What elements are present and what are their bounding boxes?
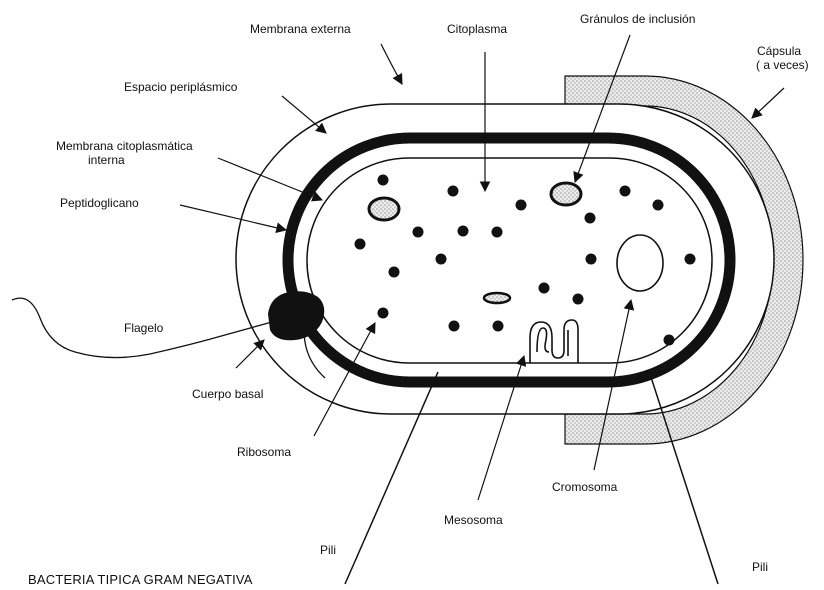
chromosome [617,235,663,291]
label-granulos: Gránulos de inclusión [580,12,695,26]
label-flagelo: Flagelo [124,321,163,335]
label-mesosoma: Mesosoma [444,513,503,527]
ribosome [539,283,550,294]
ribosome [516,200,527,211]
label-membrana-citoplasmatica: Membrana citoplasmática [56,139,193,153]
inclusion-granule [369,198,399,220]
ribosome [378,308,389,319]
label-pili-right: Pili [752,560,768,574]
ribosome [458,226,469,237]
ribosome [436,254,447,265]
ribosome [664,335,675,346]
ribosome [389,267,400,278]
ribosome [620,186,631,197]
inclusion-granule [484,293,510,303]
ribosome [378,175,389,186]
ribosome [685,254,696,265]
ribosome [448,186,459,197]
ribosome [492,227,503,238]
label-membrana-interna: interna [88,153,125,167]
arrow-membrana-externa [381,44,402,84]
arrow-capsula [752,88,784,118]
label-capsula-a-veces: ( a veces) [756,58,809,72]
arrow-espacio-periplasmico [282,96,326,133]
ribosome [413,227,424,238]
ribosome [493,321,504,332]
ribosome [585,213,596,224]
ribosome [586,254,597,265]
ribosome [573,294,584,305]
label-espacio-periplasmico: Espacio periplásmico [124,80,237,94]
inclusion-granule [551,183,581,205]
ribosome [355,239,366,250]
label-peptidoglicano: Peptidoglicano [60,196,139,210]
label-membrana-externa: Membrana externa [250,22,351,36]
label-capsula: Cápsula [757,44,801,58]
label-citoplasma: Citoplasma [447,22,507,36]
arrow-cuerpo-basal [236,340,264,368]
diagram-caption: BACTERIA TIPICA GRAM NEGATIVA [28,572,253,587]
label-cromosoma: Cromosoma [552,480,617,494]
label-pili-left: Pili [320,543,336,557]
ribosome [653,200,664,211]
label-cuerpo-basal: Cuerpo basal [192,387,263,401]
label-ribosoma: Ribosoma [237,445,291,459]
ribosome [449,321,460,332]
